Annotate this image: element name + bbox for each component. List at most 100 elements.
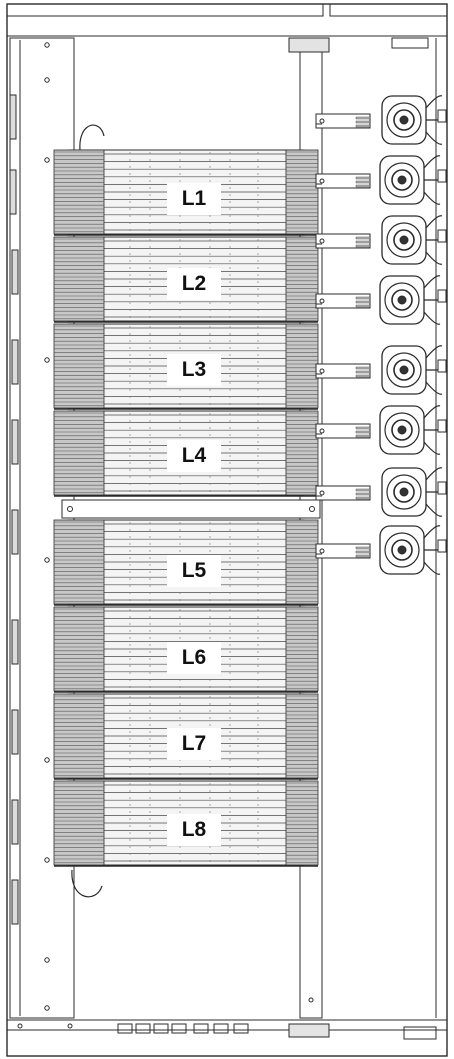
- module-label-l7: L7: [167, 728, 221, 760]
- reel-handle: [425, 95, 443, 109]
- right-connector-bank: [285, 410, 319, 496]
- reel-handle: [423, 525, 441, 539]
- reel-handle: [423, 441, 441, 455]
- mount-hole: [44, 1005, 50, 1011]
- rail-slot: [11, 339, 19, 385]
- right-clip: [437, 289, 447, 303]
- cable-loop-top: [79, 124, 105, 151]
- bracket-slot: [355, 120, 371, 124]
- reel-handle: [423, 405, 441, 419]
- rail-slot: [11, 709, 19, 755]
- right-connector-bank: [285, 149, 319, 235]
- reel-handle: [425, 131, 443, 145]
- bottom-right-bracket: [403, 1026, 437, 1040]
- reel-inner-ring: [391, 419, 413, 441]
- rail-slot: [11, 249, 19, 295]
- post-top-bracket: [288, 37, 330, 53]
- connector-reel-1: [315, 95, 447, 145]
- module-L4: [53, 410, 319, 497]
- bracket-slot: [355, 296, 371, 300]
- reel-handle: [423, 311, 441, 325]
- module-label-l6: L6: [167, 642, 221, 674]
- reel-inner-ring: [393, 359, 415, 381]
- left-connector-bank: [53, 693, 105, 779]
- mount-hole: [319, 490, 325, 496]
- bracket-slot: [355, 496, 371, 500]
- reel-inner-ring: [393, 229, 415, 251]
- mount-hole: [309, 506, 315, 512]
- module-label-l3: L3: [167, 354, 221, 386]
- right-connector-bank: [285, 236, 319, 322]
- bracket-slot: [355, 366, 371, 370]
- right-clip: [437, 481, 447, 495]
- cable-gland: [135, 1023, 151, 1034]
- mount-hole: [319, 548, 325, 554]
- reel-inner-ring: [391, 289, 413, 311]
- reel-handle: [425, 503, 443, 517]
- reel-hub: [397, 175, 407, 185]
- right-clip: [437, 539, 447, 553]
- mount-hole: [44, 157, 50, 163]
- reel-handle: [423, 561, 441, 575]
- mount-hole: [319, 118, 325, 124]
- reel-handle: [423, 191, 441, 205]
- left-connector-bank: [53, 323, 105, 409]
- connector-reel-6: [315, 405, 447, 455]
- mount-hole: [44, 357, 50, 363]
- bracket-slot: [355, 492, 371, 496]
- bracket-slot: [355, 546, 371, 550]
- cable-gland: [233, 1023, 249, 1034]
- reel-outer-ring: [384, 282, 420, 318]
- mount-hole: [319, 428, 325, 434]
- cable-loop-bottom: [71, 869, 103, 898]
- right-connector-bank: [285, 780, 319, 866]
- reel-handle: [425, 345, 443, 359]
- bracket-slot: [355, 116, 371, 120]
- bracket-slot: [355, 374, 371, 378]
- reel-outer-ring: [384, 162, 420, 198]
- rail-slot: [11, 619, 19, 665]
- top-right-bracket: [391, 37, 429, 49]
- mount-hole: [44, 77, 50, 83]
- mount-hole: [44, 42, 50, 48]
- mount-hole: [44, 857, 50, 863]
- mount-hole: [319, 368, 325, 374]
- bracket-slot: [355, 550, 371, 554]
- rail-slot: [11, 879, 19, 925]
- right-clip: [437, 109, 447, 123]
- module-label-l8: L8: [167, 814, 221, 846]
- reel-handle: [425, 251, 443, 265]
- module-label-l4: L4: [167, 440, 221, 472]
- reel-hub: [399, 487, 409, 497]
- mid-gap-bar: [61, 499, 321, 519]
- bracket-slot: [355, 304, 371, 308]
- reel-outer-ring: [386, 474, 422, 510]
- connector-reel-2: [315, 155, 447, 205]
- reel-handle: [423, 155, 441, 169]
- reel-hub: [397, 545, 407, 555]
- mount-hole: [17, 1023, 23, 1029]
- left-connector-bank: [53, 236, 105, 322]
- reel-inner-ring: [391, 539, 413, 561]
- reel-hub: [399, 365, 409, 375]
- connector-reel-4: [315, 275, 447, 325]
- reel-hub: [397, 295, 407, 305]
- reel-hub: [399, 235, 409, 245]
- right-connector-bank: [285, 606, 319, 692]
- cable-gland: [171, 1023, 187, 1034]
- mount-hole: [67, 1023, 73, 1029]
- post-bottom-bracket: [288, 1023, 330, 1038]
- reel-outer-ring: [386, 352, 422, 388]
- connector-column: [315, 95, 447, 575]
- connector-reel-8: [315, 525, 447, 575]
- top-cap-left: [6, 3, 324, 17]
- top-cap-right: [329, 3, 448, 17]
- cable-gland: [117, 1023, 133, 1034]
- module-L8: [53, 780, 319, 867]
- rail-slot: [11, 509, 19, 555]
- reel-hub: [397, 425, 407, 435]
- bracket-slot: [355, 554, 371, 558]
- right-connector-bank: [285, 519, 319, 605]
- cable-gland: [153, 1023, 169, 1034]
- connector-reel-7: [315, 467, 447, 517]
